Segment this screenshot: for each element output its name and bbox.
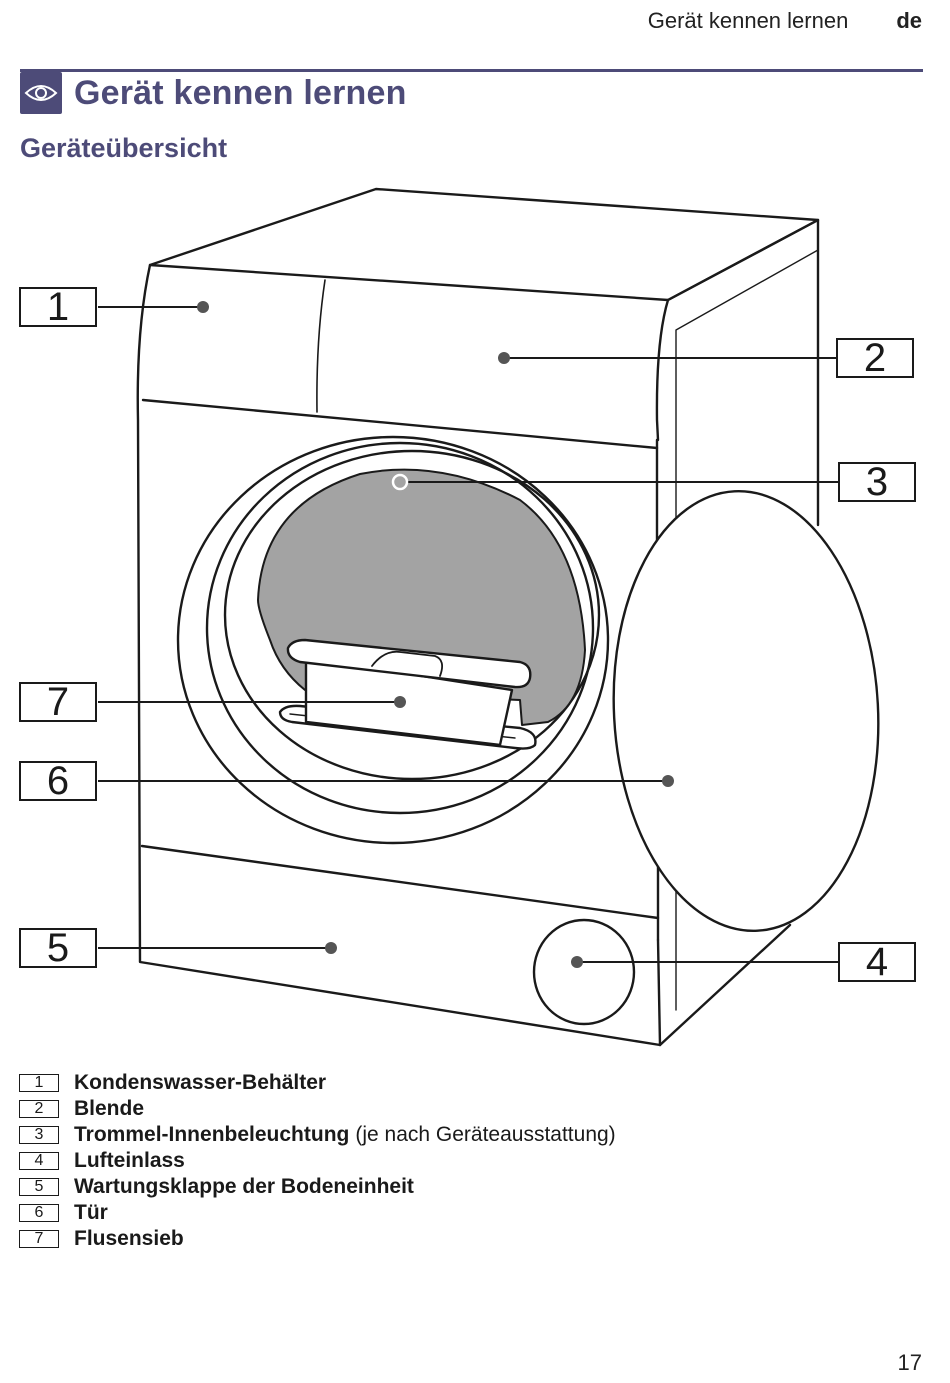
legend-number: 5 bbox=[19, 1178, 59, 1196]
legend-number: 6 bbox=[19, 1204, 59, 1222]
legend-label: Trommel-Innenbeleuchtung bbox=[74, 1123, 350, 1146]
callout-1: 1 bbox=[19, 287, 97, 327]
legend-number: 4 bbox=[19, 1152, 59, 1170]
legend-item: 5 Wartungsklappe der Bodeneinheit bbox=[19, 1174, 616, 1200]
chapter-heading: Gerät kennen lernen bbox=[20, 72, 407, 114]
eye-icon bbox=[20, 72, 62, 114]
header-rule bbox=[20, 69, 923, 72]
callout-6: 6 bbox=[19, 761, 97, 801]
running-title: Gerät kennen lernen bbox=[647, 8, 849, 33]
legend-label: Blende bbox=[74, 1097, 145, 1120]
door bbox=[612, 489, 880, 933]
page-number: 17 bbox=[897, 1350, 922, 1375]
legend-item: 1 Kondenswasser-Behälter bbox=[19, 1070, 616, 1096]
callout-5: 5 bbox=[19, 928, 97, 968]
legend-item: 7 Flusensieb bbox=[19, 1226, 616, 1252]
legend-label: Tür bbox=[74, 1201, 108, 1224]
dryer-diagram bbox=[98, 187, 880, 1047]
callout-2: 2 bbox=[836, 338, 914, 378]
chapter-title: Gerät kennen lernen bbox=[74, 73, 407, 112]
legend-number: 7 bbox=[19, 1230, 59, 1248]
parts-legend: 1 Kondenswasser-Behälter 2 Blende 3 Trom… bbox=[19, 1070, 616, 1252]
legend-number: 3 bbox=[19, 1126, 59, 1144]
dryer-top-face bbox=[148, 187, 820, 302]
callout-7: 7 bbox=[19, 682, 97, 722]
section-title: Geräteübersicht bbox=[20, 133, 228, 163]
dryer-front-face bbox=[136, 263, 670, 1047]
legend-number: 1 bbox=[19, 1074, 59, 1092]
legend-label: Lufteinlass bbox=[74, 1149, 185, 1172]
air-inlet bbox=[532, 918, 636, 1026]
running-header: Gerät kennen lernen de bbox=[648, 8, 922, 34]
legend-item: 3 Trommel-Innenbeleuchtung (je nach Gerä… bbox=[19, 1122, 616, 1148]
door-ring-outer bbox=[176, 435, 610, 845]
legend-item: 4 Lufteinlass bbox=[19, 1148, 616, 1174]
legend-label: Wartungsklappe der Bodeneinheit bbox=[74, 1175, 414, 1198]
legend-label: Kondenswasser-Behälter bbox=[74, 1071, 327, 1094]
language-code: de bbox=[896, 8, 922, 33]
legend-item: 6 Tür bbox=[19, 1200, 616, 1226]
legend-item: 2 Blende bbox=[19, 1096, 616, 1122]
callout-3: 3 bbox=[838, 462, 916, 502]
callout-4: 4 bbox=[838, 942, 916, 982]
legend-note: (je nach Geräteausstattung) bbox=[355, 1123, 616, 1146]
legend-label: Flusensieb bbox=[74, 1227, 184, 1250]
dryer-side-panel bbox=[658, 218, 820, 1047]
legend-number: 2 bbox=[19, 1100, 59, 1118]
